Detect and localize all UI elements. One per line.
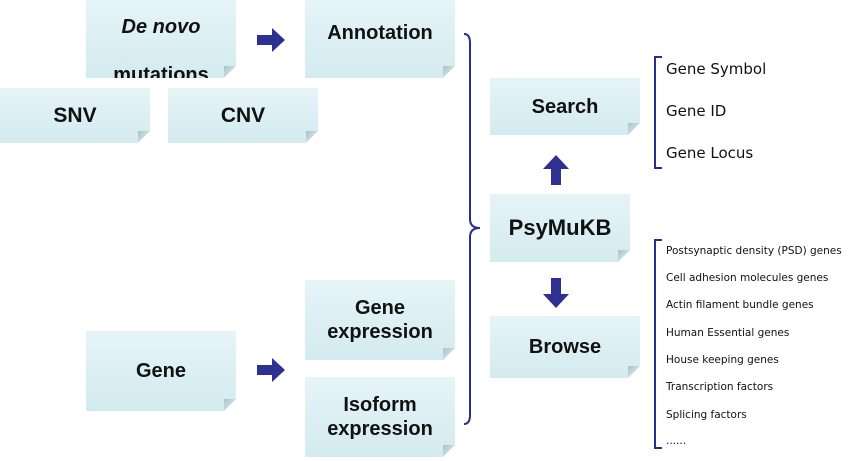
- search-options-list: Gene Symbol Gene ID Gene Locus: [666, 60, 846, 170]
- browse-item-actin: Actin filament bundle genes: [666, 299, 814, 311]
- gene-label: Gene: [135, 360, 187, 382]
- de-novo-mutations-box: De novo mutations: [86, 0, 236, 78]
- block-arrow-right-icon: [257, 358, 285, 382]
- browse-item-splicing: Splicing factors: [666, 409, 747, 421]
- cnv-label: CNV: [220, 103, 266, 127]
- cnv-box: CNV: [168, 88, 318, 143]
- gene-box: Gene: [86, 331, 236, 411]
- search-bracket-icon: [654, 56, 662, 169]
- search-option-gene-locus: Gene Locus: [666, 144, 754, 162]
- browse-item-psd: Postsynaptic density (PSD) genes: [666, 245, 842, 257]
- search-option-gene-id: Gene ID: [666, 102, 727, 120]
- snv-label: SNV: [53, 103, 97, 127]
- browse-box: Browse: [490, 316, 640, 378]
- browse-item-cell-adhesion: Cell adhesion molecules genes: [666, 272, 829, 284]
- snv-box: SNV: [0, 88, 150, 143]
- browse-label: Browse: [528, 336, 602, 358]
- gene-expression-box: Gene expression: [305, 280, 455, 360]
- curly-bracket-icon: [463, 33, 481, 425]
- search-label: Search: [531, 95, 599, 118]
- browse-bracket-icon: [654, 239, 662, 449]
- annotation-box: Annotation: [305, 0, 455, 78]
- block-arrow-up-icon: [543, 155, 569, 185]
- browse-item-housekeeping: House keeping genes: [666, 354, 779, 366]
- psymukb-label: PsyMuKB: [508, 214, 612, 240]
- block-arrow-right-icon: [257, 28, 285, 52]
- mutations-label: mutations: [113, 64, 209, 86]
- isoform-expression-box: Isoform expression: [305, 377, 455, 457]
- block-arrow-down-icon: [543, 278, 569, 308]
- de-novo-label: De novo: [121, 16, 201, 38]
- browse-item-essential: Human Essential genes: [666, 327, 790, 339]
- isoform-expression-label: Isoform expression: [327, 394, 433, 440]
- browse-categories-list: Postsynaptic density (PSD) genes Cell ad…: [666, 245, 850, 455]
- search-option-gene-symbol: Gene Symbol: [666, 60, 767, 78]
- browse-item-transcription: Transcription factors: [666, 381, 774, 393]
- annotation-label: Annotation: [327, 22, 433, 44]
- gene-expression-label: Gene expression: [327, 297, 433, 343]
- browse-item-more: ......: [666, 435, 687, 447]
- psymukb-box: PsyMuKB: [490, 194, 630, 262]
- search-box: Search: [490, 78, 640, 135]
